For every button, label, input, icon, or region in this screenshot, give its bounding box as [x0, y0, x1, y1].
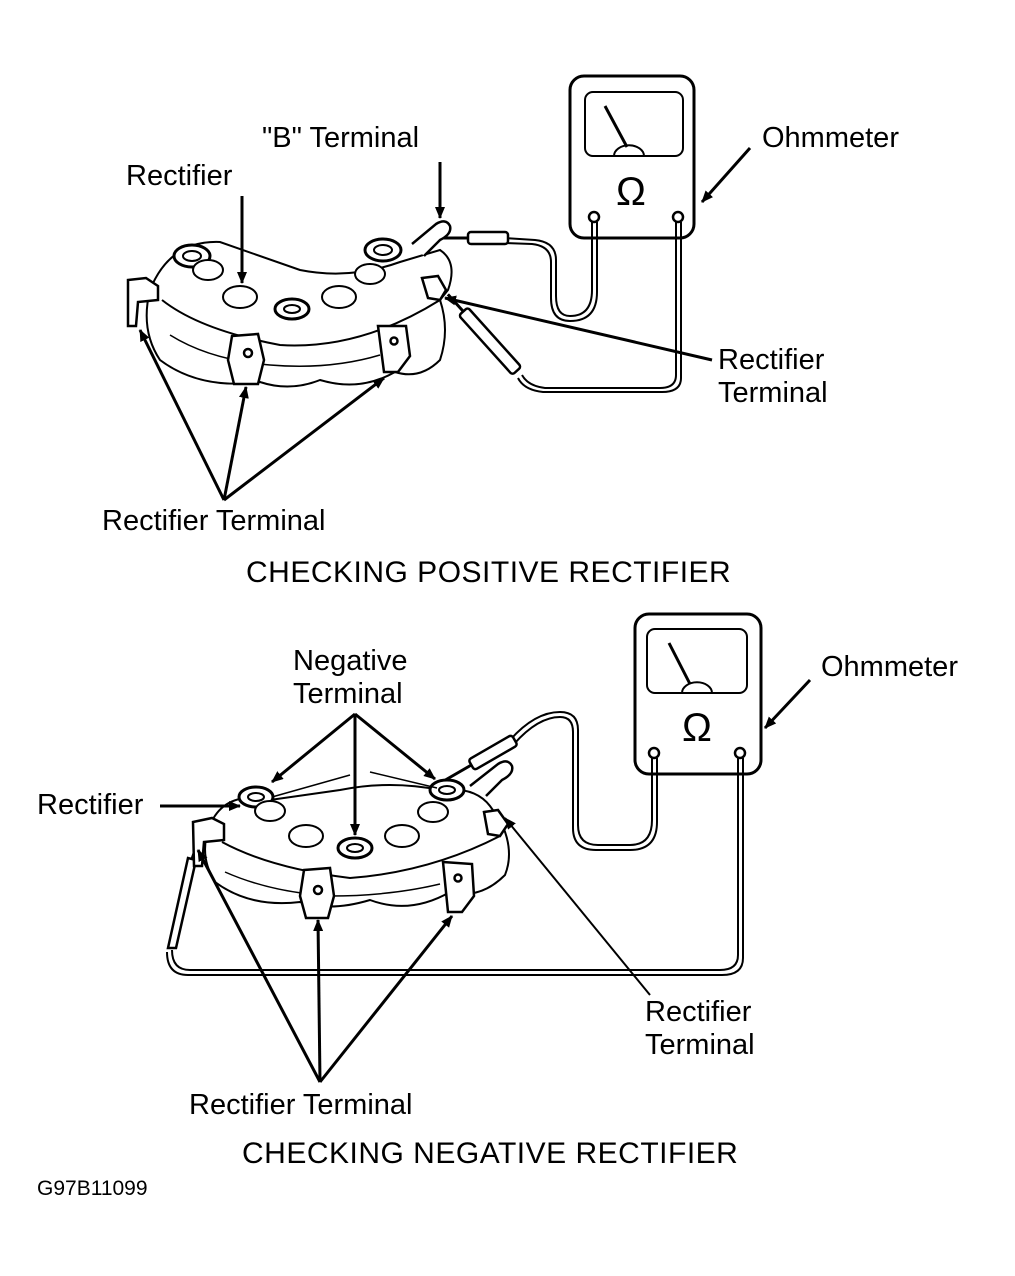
arrow-rectifier-terminal-right [504, 817, 651, 996]
needle-pivot-icon [681, 681, 713, 694]
label-rectifier-terminal-right-2: Terminal [718, 377, 828, 409]
test-leads-bottom [166, 710, 744, 976]
arrow-terminal-front [313, 919, 324, 1083]
rectifier-terminal-tabs-top [126, 274, 448, 386]
callout-arrows-bottom [160, 678, 812, 1083]
label-rectifier-terminal-right-2: Terminal [645, 1029, 755, 1061]
needle-icon [603, 105, 629, 148]
label-negative-terminal-1: Negative [293, 645, 408, 677]
terminal-jack-left [587, 210, 601, 224]
label-rectifier-terminal-bottom: Rectifier Terminal [102, 505, 326, 537]
ohmmeter-display [646, 628, 748, 694]
arrow-terminal-right [318, 915, 454, 1083]
label-ohmmeter: Ohmmeter [821, 651, 958, 683]
probe-negative-terminal [444, 734, 518, 782]
test-leads-top [504, 222, 682, 393]
arrow-terminal-right [223, 376, 385, 502]
label-b-terminal: "B" Terminal [262, 122, 420, 154]
arrow-negative-right [354, 712, 436, 781]
arrow-terminal-front [222, 386, 249, 501]
label-rectifier: Rectifier [126, 160, 233, 192]
arrow-ohmmeter [763, 678, 812, 730]
terminal-jack-right [733, 746, 747, 760]
label-negative-terminal-2: Terminal [293, 678, 403, 710]
arrow-terminal-left [138, 329, 226, 501]
label-rectifier-terminal-right-1: Rectifier [645, 996, 752, 1028]
rectifier-terminal-tab-rear [482, 808, 510, 838]
arrow-ohmmeter [700, 147, 752, 203]
leader-lines-negative [271, 771, 438, 798]
ohmmeter-top: Ω [568, 74, 696, 240]
label-rectifier-terminal-right-1: Rectifier [718, 344, 825, 376]
rectifier-terminal-tab-front [226, 332, 266, 386]
callout-arrows-top [138, 147, 752, 502]
rectifier-assembly-top [145, 220, 453, 388]
rectifier-terminal-tab-right [441, 860, 476, 914]
rectifier-terminal-tab-left [126, 276, 160, 328]
label-ohmmeter: Ohmmeter [762, 122, 899, 154]
rectifier-terminal-tab-right [376, 324, 412, 374]
positive-rectifier-panel: Ω [126, 74, 752, 502]
ohm-symbol-icon: Ω [616, 170, 646, 214]
ohm-symbol-icon: Ω [682, 706, 712, 750]
terminal-jack-left [647, 746, 661, 760]
label-rectifier: Rectifier [37, 789, 144, 821]
arrow-rectifier-terminal-right [444, 295, 713, 362]
needle-icon [667, 642, 692, 685]
figure-id: G97B11099 [37, 1177, 148, 1200]
negative-rectifier-panel: Ω [160, 612, 812, 1083]
caption-positive: CHECKING POSITIVE RECTIFIER [246, 556, 732, 589]
arrow-negative-left [271, 712, 356, 784]
caption-negative: CHECKING NEGATIVE RECTIFIER [242, 1137, 739, 1170]
b-terminal-stud [411, 220, 452, 257]
ohmmeter-display [584, 91, 684, 157]
ohmmeter-bottom: Ω [633, 612, 763, 776]
rectifier-terminal-tab-rear [420, 274, 448, 302]
label-rectifier-terminal-bottom: Rectifier Terminal [189, 1089, 413, 1121]
needle-pivot-icon [613, 144, 645, 157]
probe-rectifier-terminal [446, 293, 522, 375]
terminal-jack-right [671, 210, 685, 224]
arrow-terminal-left [196, 849, 322, 1083]
